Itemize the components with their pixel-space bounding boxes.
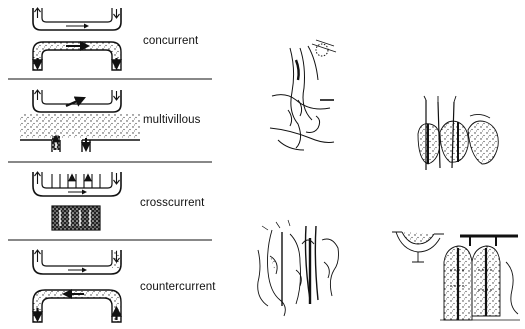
illustration-top-right — [418, 96, 498, 170]
concurrent-label: concurrent — [143, 35, 199, 47]
illustration-top-middle — [270, 40, 336, 150]
crosscurrent-panel: crosscurrent — [33, 172, 205, 230]
crosscurrent-label: crosscurrent — [140, 197, 205, 209]
crosscurrent-maternal-block — [52, 206, 100, 230]
concurrent-panel: concurrent — [33, 8, 199, 70]
illustration-bottom-middle — [258, 220, 339, 316]
multivillous-label: multivillous — [143, 114, 201, 126]
countercurrent-panel: countercurrent — [33, 250, 216, 322]
illustration-bottom-right — [392, 232, 520, 320]
countercurrent-label: countercurrent — [140, 281, 216, 293]
concurrent-fetal-channel — [33, 8, 121, 30]
multivillous-maternal-space — [20, 114, 140, 138]
multivillous-panel: multivillous — [20, 90, 201, 152]
